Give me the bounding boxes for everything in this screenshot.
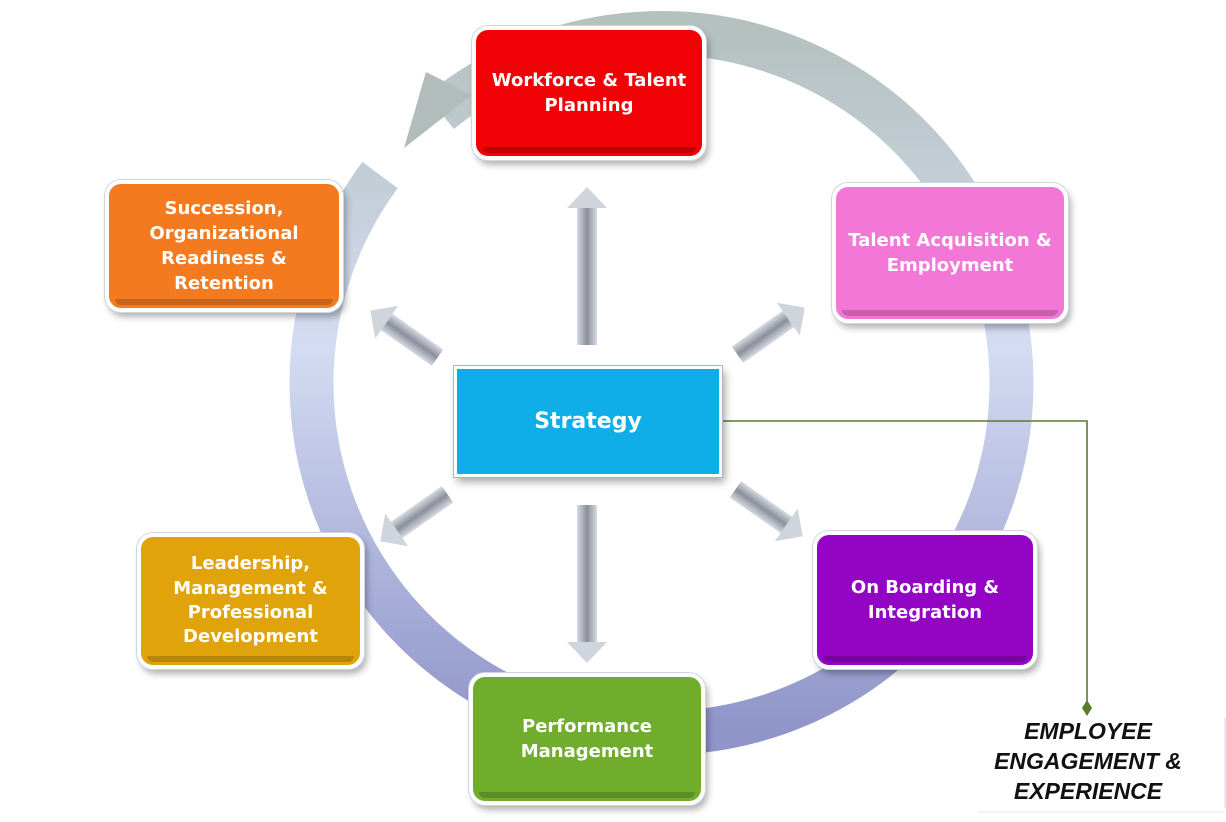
node-onboarding-line-2: Integration <box>867 602 983 623</box>
callout-line-1: EMPLOYEE <box>1024 718 1152 744</box>
node-performance-label: Performance Management <box>521 714 654 764</box>
node-succession-label: Succession, Organizational Readiness & R… <box>149 196 298 297</box>
node-workforce-line-2: Planning <box>544 95 634 116</box>
node-succession-line-4: Retention <box>174 273 274 295</box>
spoke-lower-left <box>380 486 454 547</box>
callout-connector <box>722 420 1088 705</box>
node-leadership-line-4: Development <box>183 626 318 648</box>
node-performance-management: Performance Management <box>469 673 705 805</box>
employee-engagement-callout: EMPLOYEE ENGAGEMENT & EXPERIENCE <box>976 716 1200 806</box>
center-strategy: Strategy <box>454 366 722 477</box>
node-acquisition-line-1: Talent Acquisition & <box>848 229 1052 251</box>
node-succession-retention: Succession, Organizational Readiness & R… <box>105 180 343 312</box>
callout-line-2: ENGAGEMENT & <box>994 748 1182 774</box>
spoke-upper-left <box>370 305 444 366</box>
node-leadership-development: Leadership, Management & Professional De… <box>137 533 364 669</box>
node-performance-line-1: Performance <box>522 715 652 737</box>
callout-connector-diamond <box>1082 700 1092 716</box>
center-strategy-label: Strategy <box>534 409 642 434</box>
node-on-boarding: On Boarding & Integration <box>813 531 1037 669</box>
spoke-down <box>567 505 607 663</box>
node-workforce-talent-planning: Workforce & Talent Planning <box>472 26 706 160</box>
node-onboarding-label: On Boarding & Integration <box>851 575 999 625</box>
callout-line-3: EXPERIENCE <box>1013 778 1163 804</box>
node-talent-acquisition: Talent Acquisition & Employment <box>832 183 1068 323</box>
node-leadership-label: Leadership, Management & Professional De… <box>173 552 327 649</box>
node-succession-line-1: Succession, <box>164 197 284 219</box>
node-performance-line-2: Management <box>520 741 654 762</box>
spoke-up <box>567 187 607 345</box>
cycle-arrowhead <box>404 72 472 148</box>
node-leadership-line-2: Management & <box>173 577 328 599</box>
node-succession-line-2: Organizational <box>149 222 299 244</box>
node-workforce-label: Workforce & Talent Planning <box>492 68 687 118</box>
node-leadership-line-3: Professional <box>187 602 314 623</box>
spoke-lower-right <box>729 481 803 542</box>
node-acquisition-line-2: Employment <box>886 255 1014 276</box>
node-succession-line-3: Readiness & <box>161 248 287 269</box>
node-workforce-line-1: Workforce & Talent <box>491 69 687 91</box>
node-acquisition-label: Talent Acquisition & Employment <box>848 228 1051 278</box>
node-onboarding-line-1: On Boarding & <box>850 576 1000 598</box>
spoke-upper-right <box>731 302 805 363</box>
node-leadership-line-1: Leadership, <box>190 553 311 575</box>
